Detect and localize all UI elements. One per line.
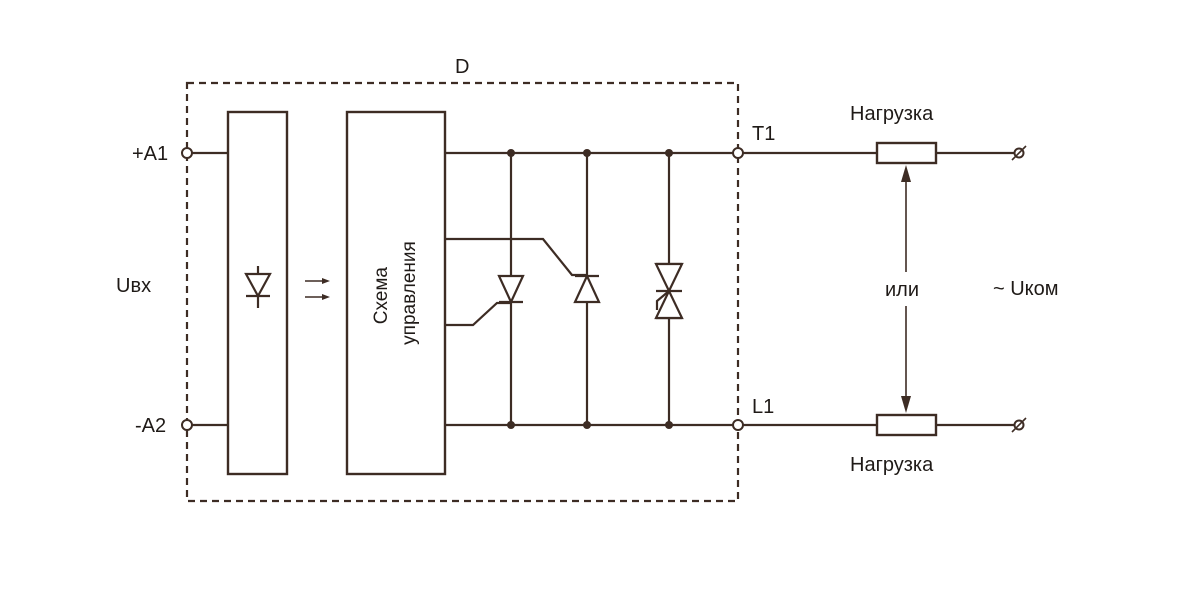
control-block-line2: управления — [399, 241, 420, 345]
supply-voltage-label: ~ Uком — [993, 278, 1059, 300]
gate-wire-upper — [445, 237, 587, 277]
input-voltage-label: Uвх — [116, 275, 151, 297]
junction-dot — [583, 421, 591, 429]
junction-dot — [665, 421, 673, 429]
gate-wire-lower — [445, 301, 511, 327]
terminal-l1 — [732, 419, 744, 431]
control-block — [345, 110, 447, 476]
supply-terminal-top-icon — [1011, 145, 1027, 161]
triac-icon — [654, 262, 684, 320]
load-resistor-top — [875, 141, 938, 165]
junction-dot — [583, 149, 591, 157]
supply-terminal-bottom-icon — [1011, 417, 1027, 433]
load-label-top: Нагрузка — [850, 103, 934, 125]
or-label: или — [885, 279, 919, 301]
module-boundary — [185, 81, 740, 503]
alternative-arrow-icon — [901, 165, 911, 413]
light-arrows-icon — [305, 278, 330, 300]
terminal-plus-a1 — [181, 147, 193, 159]
junction-dot — [507, 149, 515, 157]
junction-dot — [665, 149, 673, 157]
led-diode-icon — [244, 266, 272, 308]
terminal-label-t1: T1 — [752, 123, 775, 145]
junction-dot — [507, 421, 515, 429]
terminal-t1 — [732, 147, 744, 159]
module-label: D — [455, 56, 469, 78]
thyristor-2-icon — [573, 273, 601, 304]
load-label-bottom: Нагрузка — [850, 454, 934, 476]
terminal-minus-a2 — [181, 419, 193, 431]
control-block-label: Схема управления — [371, 241, 420, 345]
terminal-label-minus-a2: -A2 — [135, 415, 166, 437]
thyristor-1-icon — [497, 274, 525, 305]
terminal-label-plus-a1: +A1 — [132, 143, 168, 165]
terminal-label-l1: L1 — [752, 396, 774, 418]
load-resistor-bottom — [875, 413, 938, 437]
control-block-line1: Схема — [371, 267, 392, 325]
